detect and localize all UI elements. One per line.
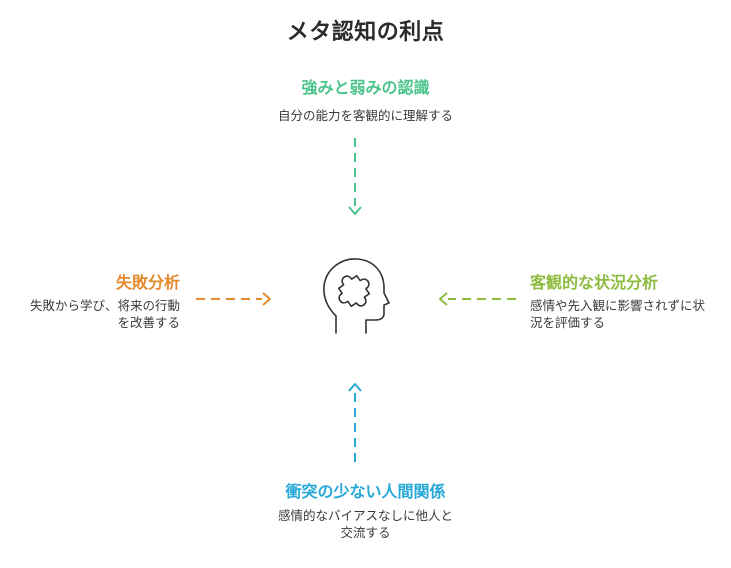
head-with-puzzle-icon — [323, 258, 390, 334]
right-node-heading: 客観的な状況分析 — [530, 273, 659, 292]
left-arrow — [196, 292, 271, 306]
left-node-heading: 失敗分析 — [115, 273, 180, 292]
top-node-description: 自分の能力を客観的に理解する — [277, 108, 453, 123]
bottom-arrow — [348, 383, 362, 462]
diagram-title: メタ認知の利点 — [286, 20, 445, 45]
right-arrow — [439, 292, 516, 306]
top-arrow — [348, 138, 362, 215]
top-node-heading: 強みと弱みの認識 — [301, 78, 430, 97]
bottom-node-description: 感情的なバイアスなしに他人と 交流する — [0, 507, 731, 541]
bottom-node-description-line-1: 感情的なバイアスなしに他人と — [277, 508, 453, 523]
bottom-node-description-line-2: 交流する — [340, 525, 391, 540]
bottom-node-heading: 衝突の少ない人間関係 — [285, 482, 446, 501]
left-node-description: 失敗から学び、将来の行動を改善する — [30, 298, 181, 330]
right-node-description: 感情や先入観に影響されずに状況を評価する — [530, 298, 706, 330]
